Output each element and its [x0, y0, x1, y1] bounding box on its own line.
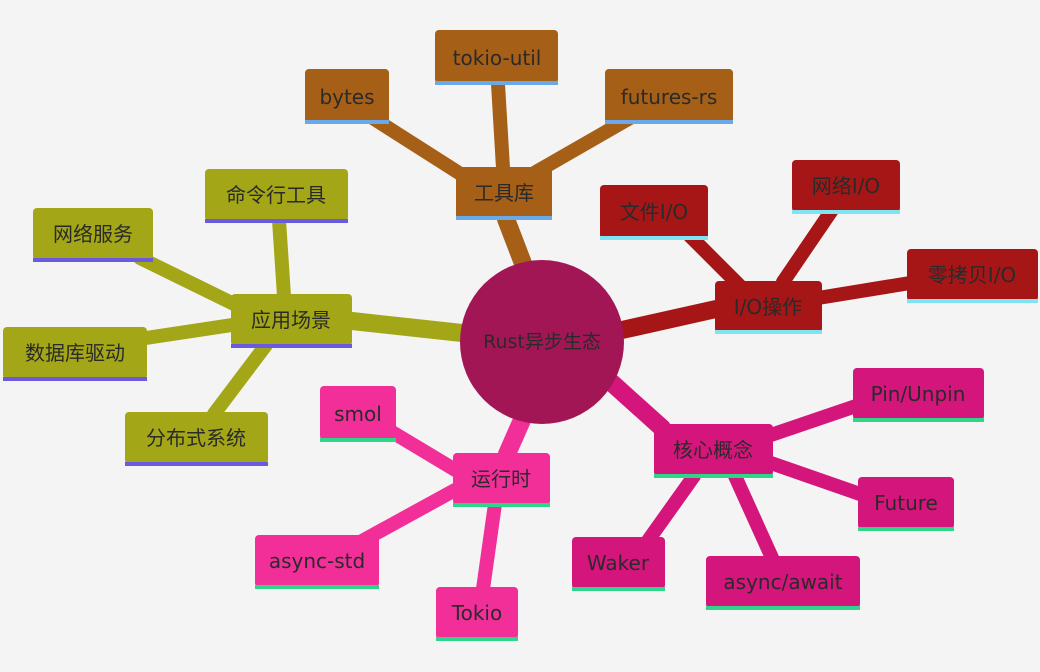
leaf-tokio-util-label: tokio-util: [453, 46, 542, 70]
leaf-smol-label: smol: [334, 402, 382, 426]
leaf-file-io-label: 文件I/O: [620, 200, 688, 224]
leaf-distributed-systems-label: 分布式系统: [146, 426, 246, 450]
leaf-db-drivers-label: 数据库驱动: [25, 341, 125, 365]
edge-io: [776, 203, 839, 289]
leaf-distributed-systems[interactable]: 分布式系统: [125, 412, 268, 466]
leaf-tokio-util[interactable]: tokio-util: [435, 30, 558, 85]
edge-tools: [529, 111, 637, 179]
leaf-cli-tools-label: 命令行工具: [226, 183, 326, 207]
leaf-zero-copy-io-label: 零拷贝I/O: [928, 263, 1016, 287]
branch-core[interactable]: 核心概念: [654, 424, 773, 478]
edge-core: [603, 374, 671, 437]
edge-io: [811, 276, 917, 305]
edge-io: [613, 300, 725, 339]
edge-tools: [497, 210, 533, 275]
leaf-network-io[interactable]: 网络I/O: [792, 160, 900, 214]
branch-apps-label: 应用场景: [251, 308, 331, 332]
branch-runtime-label: 运行时: [471, 467, 531, 491]
leaf-async-std-label: async-std: [269, 549, 365, 573]
leaf-smol[interactable]: smol: [320, 386, 396, 442]
leaf-async-std[interactable]: async-std: [255, 535, 379, 589]
leaf-file-io[interactable]: 文件I/O: [600, 185, 708, 240]
edge-tools: [361, 108, 477, 187]
leaf-pin-unpin-label: Pin/Unpin: [871, 382, 966, 406]
branch-tools[interactable]: 工具库: [456, 167, 552, 220]
edge-core: [758, 399, 863, 444]
leaf-bytes[interactable]: bytes: [305, 69, 389, 124]
edge-apps: [139, 318, 239, 345]
edge-apps: [343, 312, 471, 342]
branch-tools-label: 工具库: [474, 181, 534, 205]
edge-core: [640, 469, 701, 549]
branch-runtime[interactable]: 运行时: [453, 453, 550, 507]
mindmap-edges: [133, 77, 917, 596]
leaf-futures-rs-label: futures-rs: [621, 85, 718, 109]
edge-core: [728, 469, 780, 567]
leaf-cli-tools[interactable]: 命令行工具: [205, 169, 348, 223]
leaf-waker-label: Waker: [587, 551, 650, 575]
leaf-waker[interactable]: Waker: [572, 537, 665, 591]
leaf-bytes-label: bytes: [319, 85, 374, 109]
leaf-zero-copy-io[interactable]: 零拷贝I/O: [907, 249, 1038, 303]
leaf-db-drivers[interactable]: 数据库驱动: [3, 327, 147, 381]
edge-core: [761, 455, 867, 501]
leaf-future[interactable]: Future: [858, 477, 954, 531]
leaf-async-await-label: async/await: [723, 570, 842, 594]
leaf-network-services[interactable]: 网络服务: [33, 208, 153, 262]
branch-apps[interactable]: 应用场景: [231, 294, 352, 348]
edge-runtime: [476, 497, 502, 596]
edge-runtime: [355, 483, 462, 548]
edge-apps: [207, 338, 273, 421]
edge-runtime: [385, 425, 469, 481]
edge-apps: [272, 213, 291, 303]
edge-apps: [133, 251, 247, 314]
edge-io: [683, 229, 749, 295]
edge-tools: [491, 77, 510, 175]
leaf-tokio[interactable]: Tokio: [436, 587, 518, 641]
leaf-network-services-label: 网络服务: [53, 222, 133, 246]
branch-io[interactable]: I/O操作: [715, 281, 822, 334]
leaf-future-label: Future: [874, 491, 938, 515]
leaf-tokio-label: Tokio: [451, 601, 502, 625]
root-node-label: Rust异步生态: [483, 331, 601, 353]
edge-runtime: [498, 411, 531, 463]
leaf-pin-unpin[interactable]: Pin/Unpin: [853, 368, 984, 422]
leaf-futures-rs[interactable]: futures-rs: [605, 69, 733, 124]
branch-io-label: I/O操作: [734, 295, 802, 319]
leaf-async-await[interactable]: async/await: [706, 556, 860, 610]
branch-core-label: 核心概念: [673, 438, 753, 462]
root-node[interactable]: Rust异步生态: [460, 260, 624, 424]
leaf-network-io-label: 网络I/O: [812, 174, 880, 198]
